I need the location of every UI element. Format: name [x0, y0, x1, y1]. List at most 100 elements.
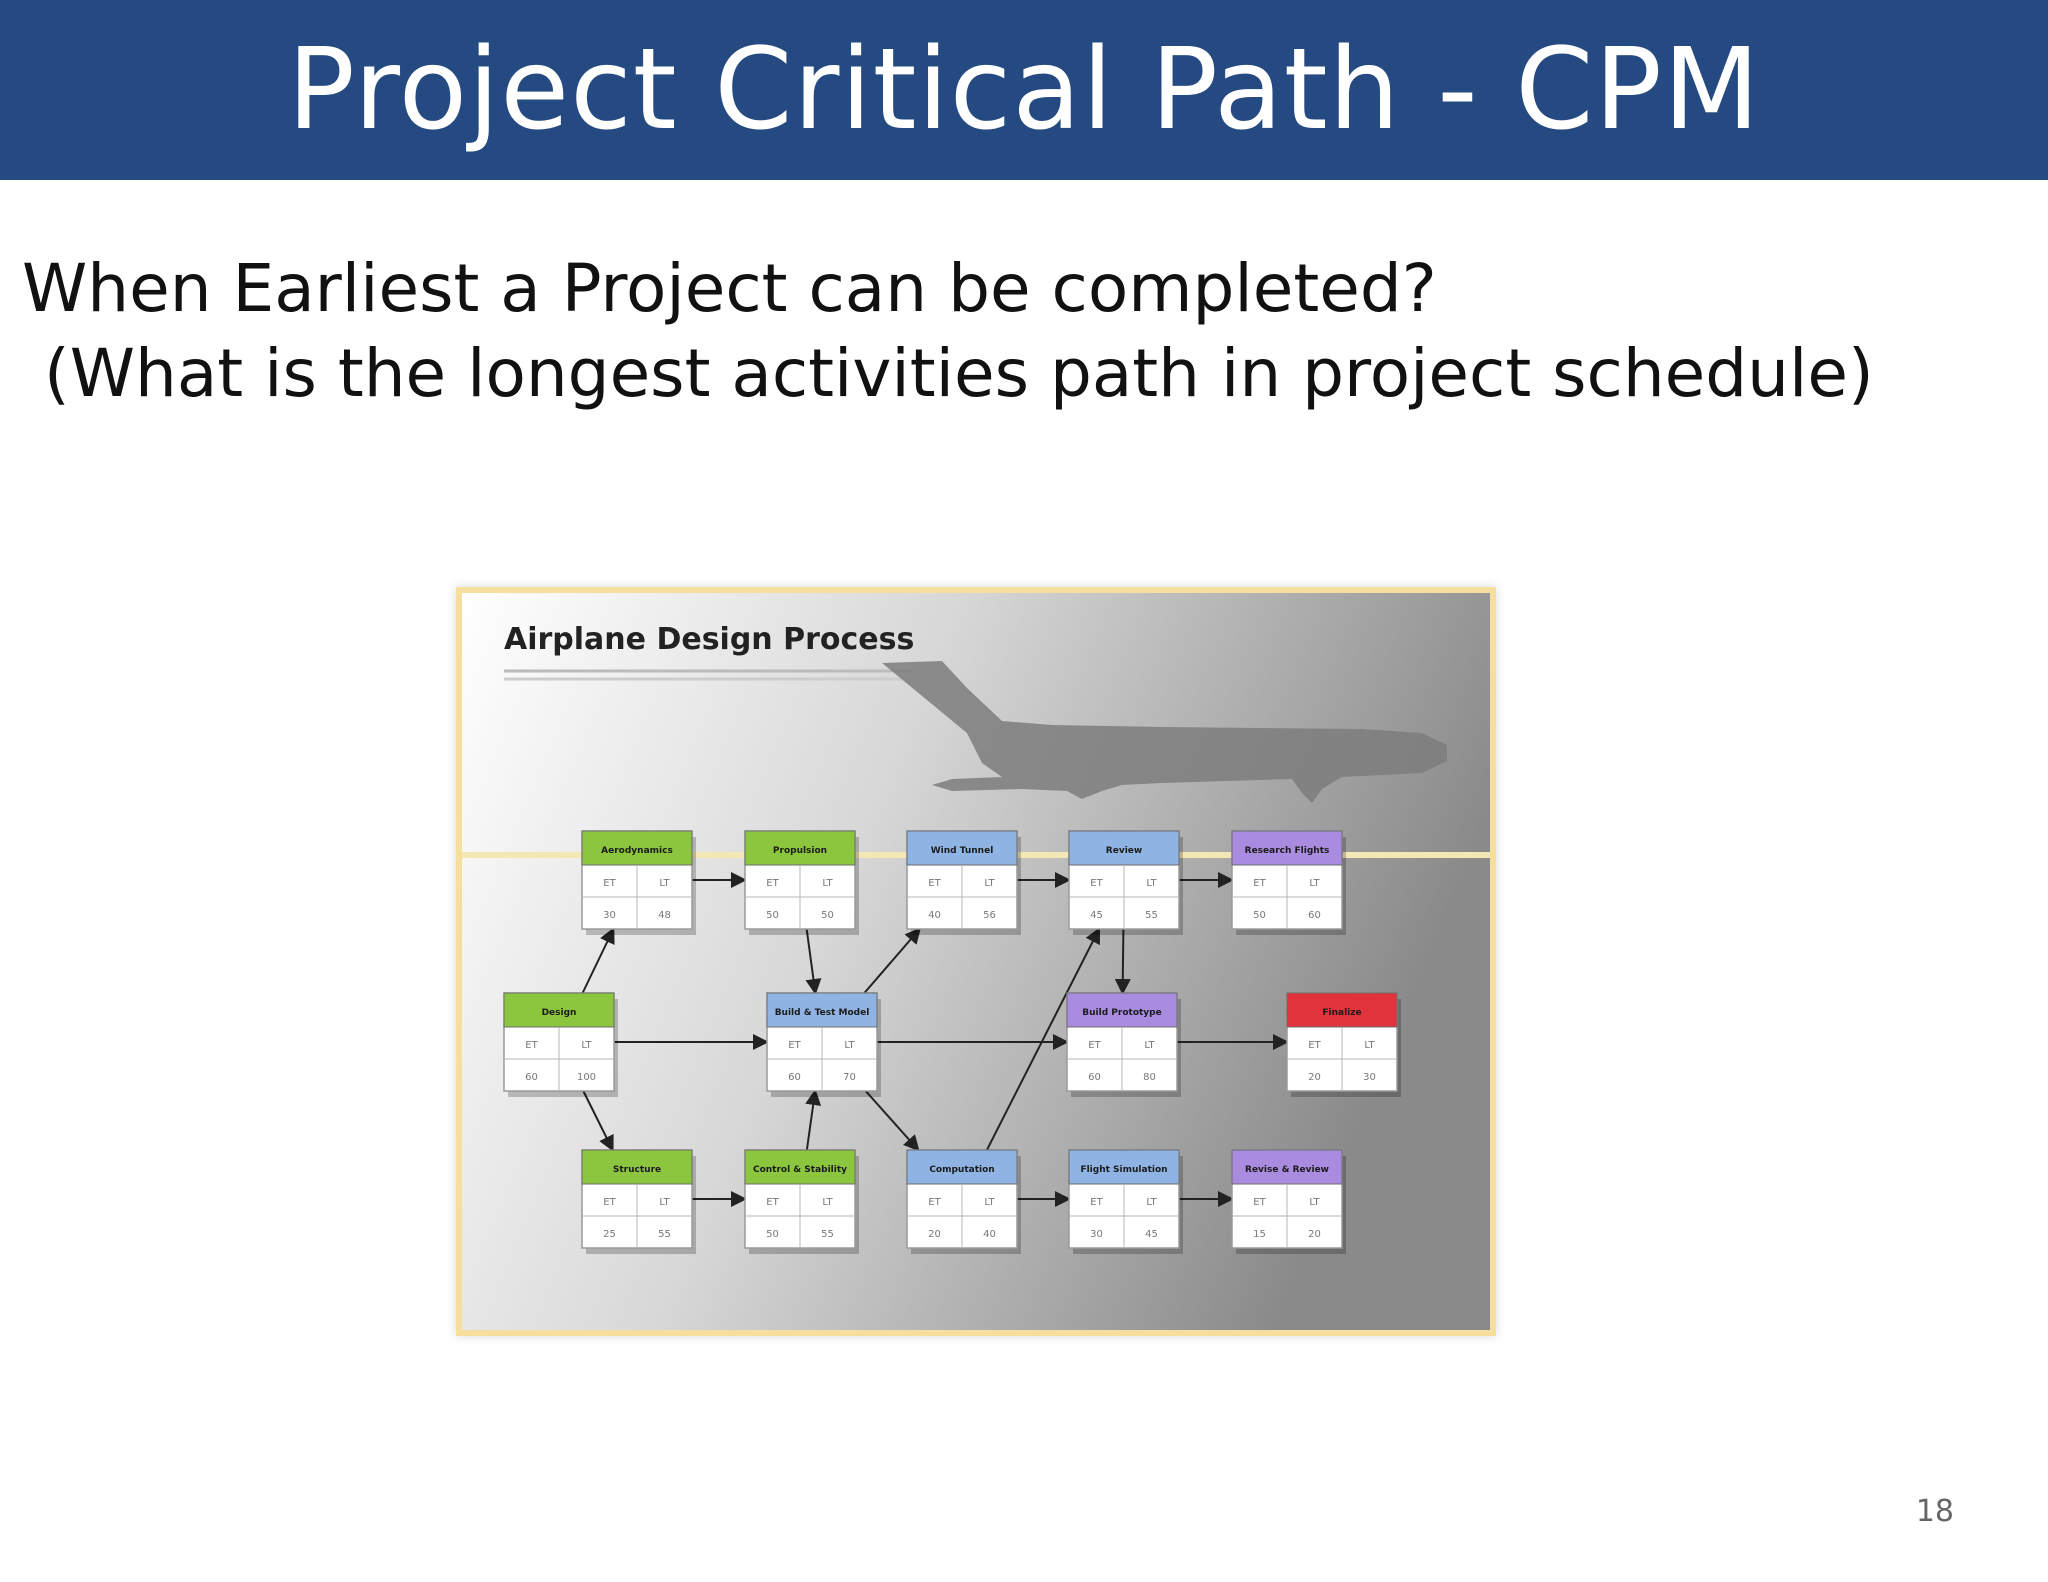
- node-cell-value: ET: [603, 878, 616, 889]
- node-label: Design: [542, 1008, 577, 1018]
- node-cell-value: LT: [1364, 1040, 1375, 1051]
- node-cell-value: LT: [1309, 878, 1320, 889]
- node-cell-value: 20: [1308, 1229, 1321, 1240]
- edge-review-to-build-prototype: [1114, 928, 1131, 995]
- node-label: Revise & Review: [1245, 1165, 1329, 1175]
- node-header: [906, 1149, 1018, 1185]
- node-cell-value: 20: [1308, 1072, 1321, 1083]
- node-cell-value: 50: [1253, 910, 1266, 921]
- node-cell-value: LT: [822, 878, 833, 889]
- edge-design-to-aerodynamics: [581, 927, 615, 994]
- node-cell-value: 60: [788, 1072, 801, 1083]
- node-label: Build & Test Model: [775, 1008, 870, 1018]
- airplane-silhouette: [882, 661, 1447, 803]
- page-number: 18: [1915, 1494, 1954, 1529]
- node-header: [1231, 830, 1343, 866]
- edge-propulsion-to-build-test-model: [805, 928, 822, 995]
- node-cell-value: 30: [1090, 1229, 1103, 1240]
- node-cell-value: 60: [1088, 1072, 1101, 1083]
- node-cell-value: ET: [1253, 1197, 1266, 1208]
- node-label: Finalize: [1322, 1008, 1361, 1018]
- node-label: Structure: [613, 1165, 661, 1175]
- node-cell-value: 30: [1363, 1072, 1376, 1083]
- node-cell-value: LT: [1146, 878, 1157, 889]
- edge-design-to-structure: [582, 1090, 614, 1152]
- node-header: [581, 1149, 693, 1185]
- edge-computation-to-review: [985, 927, 1101, 1151]
- edges-layer: [581, 872, 1289, 1207]
- node-label: Propulsion: [773, 846, 827, 856]
- node-cell-value: LT: [659, 1197, 670, 1208]
- node-label: Review: [1106, 846, 1142, 856]
- node-cell-value: ET: [525, 1040, 538, 1051]
- node-cell-value: LT: [984, 1197, 995, 1208]
- node-cell-value: 20: [928, 1229, 941, 1240]
- node-cell-value: 50: [766, 910, 779, 921]
- node-cell-value: ET: [766, 1197, 779, 1208]
- node-label: Aerodynamics: [601, 846, 673, 856]
- slide-title: Project Critical Path - CPM: [287, 25, 1761, 155]
- node-cell-value: ET: [928, 878, 941, 889]
- node-cell-value: 15: [1253, 1229, 1266, 1240]
- node-cell-value: 60: [525, 1072, 538, 1083]
- node-cell-value: 40: [928, 910, 941, 921]
- node-label: Research Flights: [1245, 846, 1330, 856]
- edge-control-stability-to-build-test-model: [805, 1089, 822, 1151]
- node-cell-value: ET: [1253, 878, 1266, 889]
- node-label: Wind Tunnel: [931, 846, 994, 856]
- node-cell-value: 25: [603, 1229, 616, 1240]
- edge-build-test-model-to-computation: [864, 1090, 920, 1152]
- node-cell-value: 30: [603, 910, 616, 921]
- node-label: Flight Simulation: [1080, 1165, 1167, 1175]
- node-label: Computation: [929, 1165, 994, 1175]
- subquestion-text: (What is the longest activities path in …: [44, 335, 1874, 412]
- node-cell-value: 55: [658, 1229, 671, 1240]
- node-header: [906, 830, 1018, 866]
- node-cell-value: 100: [577, 1072, 596, 1083]
- node-cell-value: 40: [983, 1229, 996, 1240]
- node-header: [744, 830, 856, 866]
- node-header: [581, 830, 693, 866]
- node-cell-value: ET: [1088, 1040, 1101, 1051]
- node-cell-value: LT: [1309, 1197, 1320, 1208]
- node-label: Build Prototype: [1082, 1008, 1161, 1018]
- title-bar: [0, 0, 2048, 180]
- node-cell-value: 56: [983, 910, 996, 921]
- node-cell-value: 80: [1143, 1072, 1156, 1083]
- node-cell-value: 48: [658, 910, 671, 921]
- diagram-title: Airplane Design Process: [504, 622, 914, 657]
- node-header: [744, 1149, 856, 1185]
- question-text: When Earliest a Project can be completed…: [22, 250, 1437, 327]
- node-cell-value: 70: [843, 1072, 856, 1083]
- node-header: [1068, 1149, 1180, 1185]
- node-cell-value: 50: [766, 1229, 779, 1240]
- node-cell-value: ET: [1090, 1197, 1103, 1208]
- node-cell-value: ET: [1308, 1040, 1321, 1051]
- node-cell-value: 55: [1145, 910, 1158, 921]
- node-cell-value: LT: [581, 1040, 592, 1051]
- node-cell-value: 50: [821, 910, 834, 921]
- edge-build-test-model-to-wind-tunnel: [863, 927, 921, 994]
- node-label: Control & Stability: [753, 1165, 847, 1175]
- node-cell-value: ET: [766, 878, 779, 889]
- node-cell-value: ET: [603, 1197, 616, 1208]
- node-cell-value: LT: [984, 878, 995, 889]
- node-cell-value: LT: [659, 878, 670, 889]
- node-header: [1068, 830, 1180, 866]
- node-cell-value: 45: [1090, 910, 1103, 921]
